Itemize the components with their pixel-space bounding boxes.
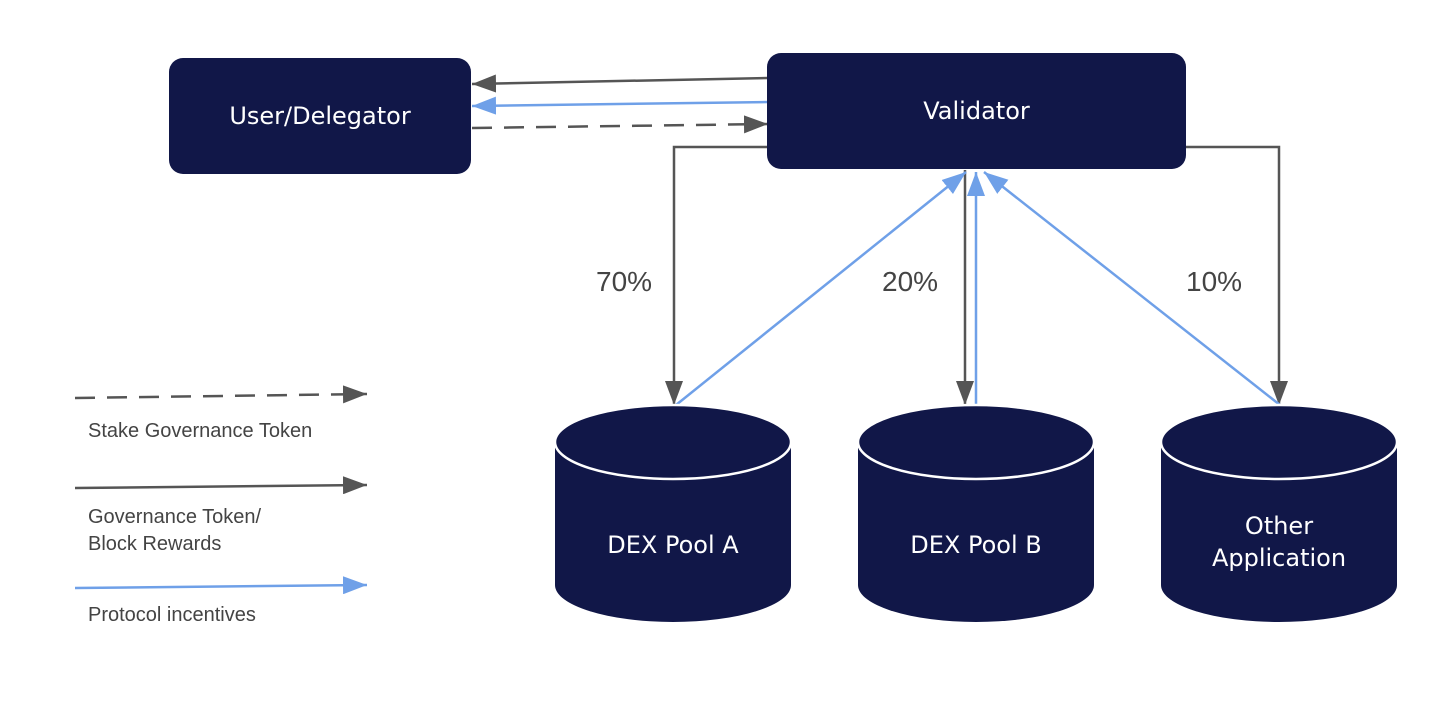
validator-to-pool-a-arrow: [665, 145, 768, 405]
other-application-label-line1: Other: [1245, 512, 1313, 540]
pool-a-to-validator-incentive-arrow: [675, 171, 967, 406]
user-to-validator-stake-arrow: [471, 115, 769, 134]
other-application-label-line2: Application: [1212, 544, 1346, 572]
legend-dashed-arrow: [74, 385, 368, 404]
dex-pool-a-label: DEX Pool A: [607, 531, 739, 559]
legend-blue-arrow: [74, 576, 368, 595]
other-share-label: 10%: [1186, 266, 1243, 297]
dex-pool-b-label: DEX Pool B: [910, 531, 1041, 559]
validator-label: Validator: [923, 97, 1030, 125]
pool-b-share-label: 20%: [882, 266, 939, 297]
legend-gray-arrow: [74, 476, 368, 495]
other-application-cylinder: Other Application: [1159, 403, 1399, 622]
other-app-to-validator-incentive-arrow: [983, 171, 1281, 406]
validator-node: Validator: [767, 53, 1186, 169]
validator-to-user-reward-arrow: [471, 74, 769, 93]
dex-pool-a-cylinder: DEX Pool A: [553, 403, 793, 622]
validator-to-other-app-arrow: [1186, 145, 1288, 405]
legend-governance-token-line2: Block Rewards: [88, 533, 222, 555]
user-delegator-label: User/Delegator: [229, 102, 411, 130]
pool-a-share-label: 70%: [596, 266, 653, 297]
legend-stake-governance-token: Stake Governance Token: [88, 420, 313, 442]
validator-to-user-incentive-arrow: [471, 96, 769, 115]
dex-pool-b-cylinder: DEX Pool B: [856, 403, 1096, 622]
user-delegator-node: User/Delegator: [169, 58, 471, 174]
legend-governance-token-line1: Governance Token/: [88, 506, 262, 528]
legend-protocol-incentives: Protocol incentives: [88, 604, 256, 626]
